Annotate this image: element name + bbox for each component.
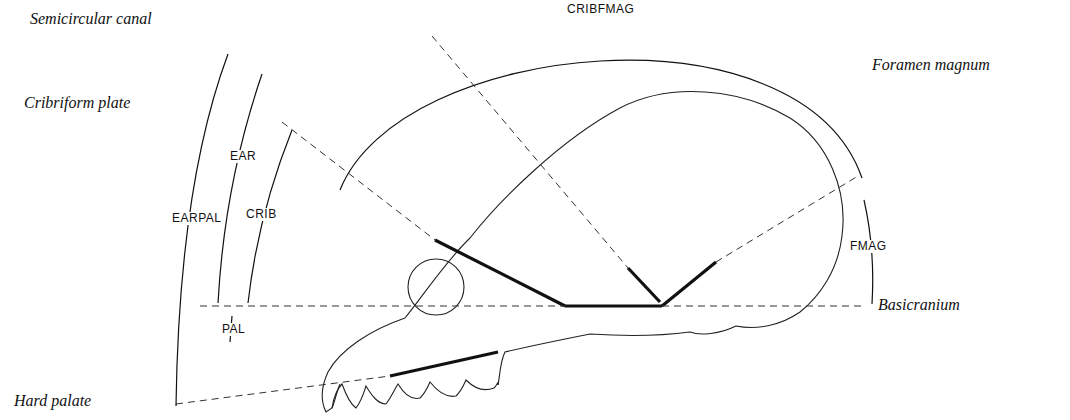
reference-planes (390, 240, 716, 376)
anatomy-label: Hard palate (12, 392, 93, 410)
angle-label: EARPAL (170, 212, 223, 225)
angle-label: CRIBFMAG (565, 3, 636, 16)
angle-label: EAR (228, 150, 258, 163)
anatomy-label: Basicranium (876, 296, 962, 314)
angle-label: FMAG (848, 240, 889, 253)
anatomy-label: Foramen magnum (870, 56, 992, 74)
anatomy-label: Cribriform plate (22, 94, 132, 112)
angle-label: CRIB (244, 208, 279, 221)
angle-label: PAL (220, 323, 247, 336)
angle-arcs (176, 54, 873, 406)
dashed-extensions (176, 36, 862, 404)
skull-outline (322, 92, 843, 412)
anatomy-label: Semicircular canal (28, 10, 154, 28)
orbit-circle (408, 259, 464, 315)
